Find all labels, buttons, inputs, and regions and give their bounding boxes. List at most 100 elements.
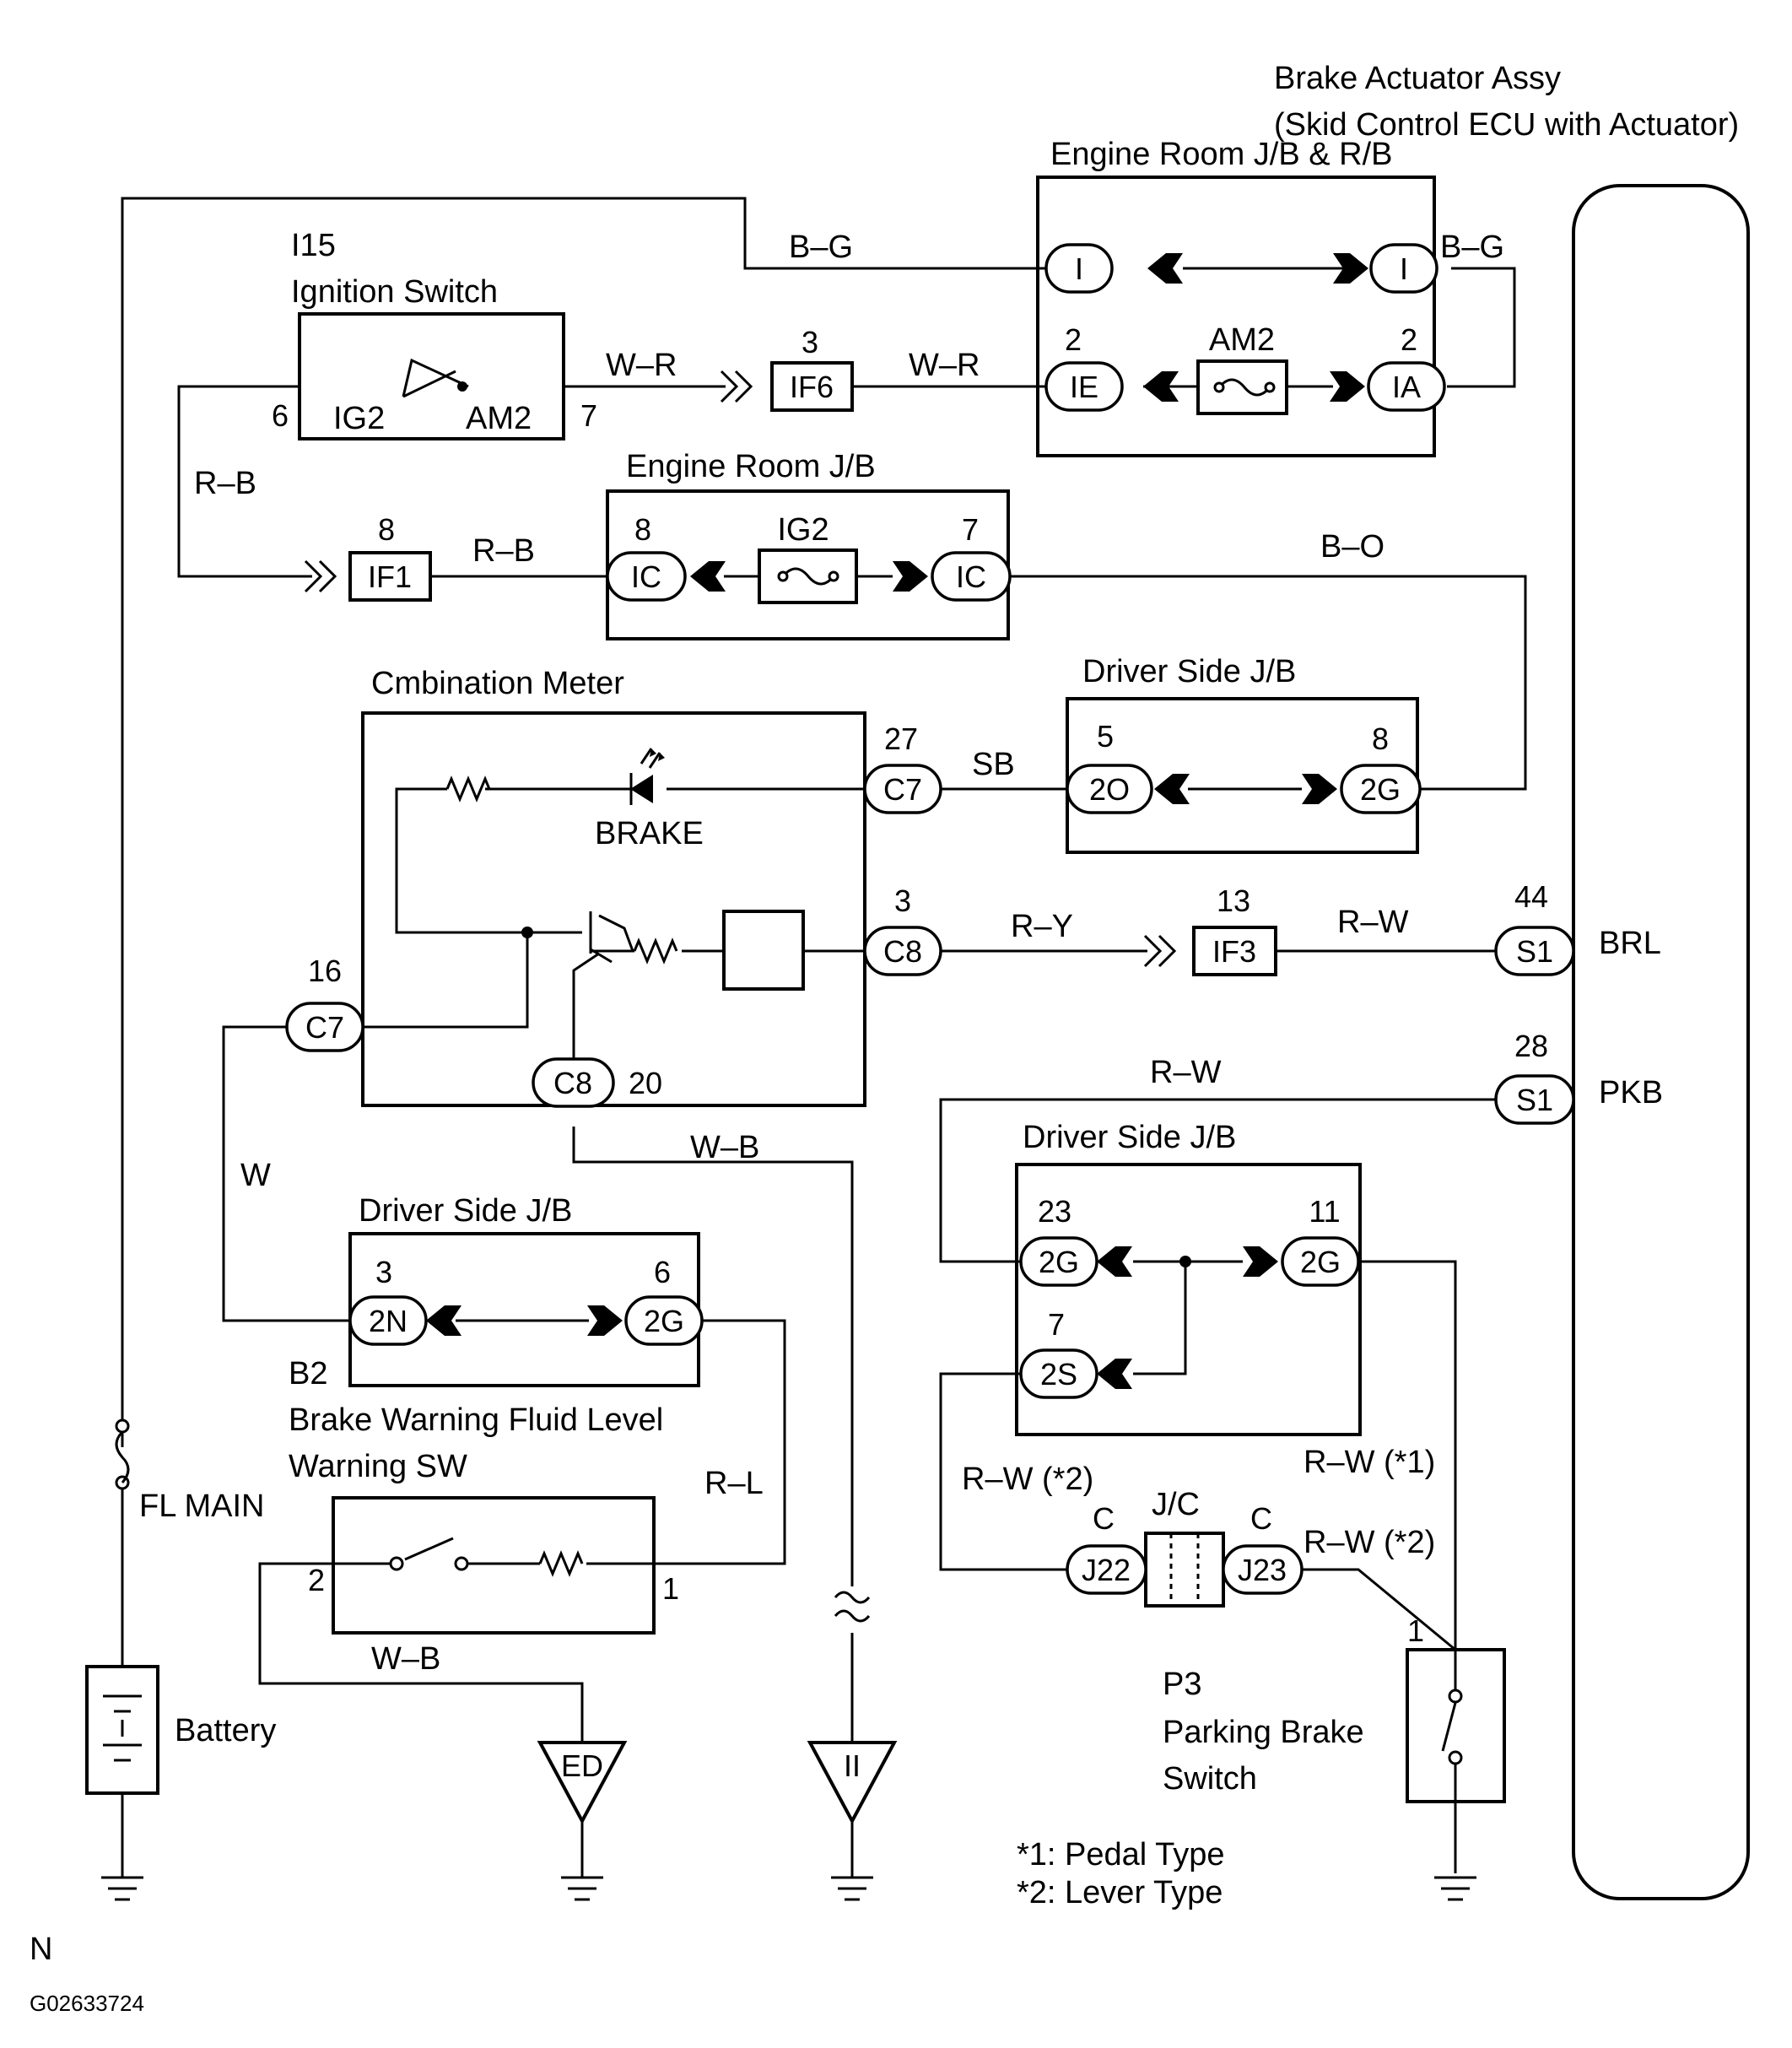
- svg-text:IF1: IF1: [368, 559, 412, 594]
- wire-label-bg-right: B–G: [1440, 230, 1504, 265]
- footer-code: G02633724: [30, 1991, 144, 2016]
- svg-text:C8: C8: [883, 934, 922, 969]
- svg-text:S1: S1: [1516, 1083, 1553, 1117]
- svg-text:C8: C8: [553, 1066, 592, 1100]
- svg-text:2G: 2G: [1300, 1245, 1341, 1279]
- ignition-terminal-am2: AM2: [466, 401, 532, 436]
- fluid-switch-pin-1: 1: [662, 1571, 679, 1606]
- fluid-switch-pin-2: 2: [308, 1563, 325, 1597]
- footer-letter: N: [30, 1932, 52, 1967]
- connector-c8-mid: C8 3: [863, 884, 942, 976]
- svg-text:I: I: [1400, 251, 1408, 286]
- ig2-fuse-label: IG2: [777, 512, 829, 548]
- connector-j23: J23 C: [1222, 1501, 1304, 1595]
- wire-label-wb-meter: W–B: [690, 1130, 759, 1165]
- connector-s1-brl: S1 44: [1494, 879, 1575, 976]
- battery-box: [85, 1665, 159, 1795]
- inline-chevron-if1: [304, 559, 337, 593]
- wire-label-rw-star1: R–W (*1): [1304, 1445, 1435, 1480]
- svg-text:2: 2: [1401, 322, 1417, 357]
- svg-text:8: 8: [1372, 721, 1389, 756]
- ground-label-ii: II: [844, 1748, 861, 1783]
- svg-text:2G: 2G: [644, 1304, 684, 1338]
- fluid-switch-code: B2: [289, 1356, 327, 1391]
- driver-jb-top-title: Driver Side J/B: [1082, 654, 1296, 689]
- ignition-switch-title: Ignition Switch: [291, 274, 498, 310]
- svg-text:11: 11: [1309, 1194, 1340, 1229]
- connector-2o: 2O 5: [1066, 719, 1153, 814]
- connector-c7-top: C7 27: [863, 721, 942, 814]
- connector-j22: J22 C: [1066, 1501, 1147, 1595]
- svg-text:23: 23: [1038, 1194, 1071, 1229]
- connector-if6: IF6 3: [770, 325, 854, 412]
- parking-switch-subtitle: Switch: [1163, 1761, 1257, 1797]
- connector-ia: IA 2: [1367, 322, 1446, 412]
- fl-main-label: FL MAIN: [139, 1489, 265, 1524]
- svg-text:2O: 2O: [1089, 772, 1130, 807]
- brake-actuator-box: [1572, 184, 1750, 1900]
- brl-pin-label: BRL: [1599, 926, 1661, 961]
- svg-text:2G: 2G: [1039, 1245, 1079, 1279]
- meter-resistor-top: [445, 775, 491, 802]
- parking-switch-box: [1406, 1648, 1506, 1803]
- fluid-resistor: [538, 1550, 584, 1577]
- wire-label-w: W: [240, 1158, 271, 1193]
- svg-text:8: 8: [634, 512, 651, 547]
- svg-text:7: 7: [962, 512, 979, 547]
- ignition-switch-code: I15: [291, 228, 336, 263]
- wire-label-bg-left: B–G: [789, 230, 853, 265]
- wire-label-ry: R–Y: [1011, 909, 1073, 944]
- svg-text:7: 7: [1048, 1307, 1065, 1342]
- arrow-ie: [1143, 371, 1179, 402]
- earth-parking: [1434, 1876, 1476, 1901]
- svg-text:J22: J22: [1082, 1553, 1131, 1587]
- svg-text:3: 3: [802, 325, 818, 359]
- engine-room-jb-rb-title: Engine Room J/B & R/B: [1050, 137, 1393, 172]
- svg-text:3: 3: [894, 884, 911, 918]
- fluid-switch-title: Brake Warning Fluid Level: [289, 1402, 663, 1438]
- svg-text:2: 2: [1065, 322, 1082, 357]
- svg-text:20: 20: [629, 1066, 662, 1100]
- svg-text:27: 27: [884, 721, 918, 756]
- connector-c7-left: C7 16: [285, 954, 364, 1052]
- ground-label-ed: ED: [561, 1748, 603, 1783]
- wire-labels: B–G B–G W–R W–R R–B R–B B–O SB R–Y R–W R…: [194, 230, 1504, 1677]
- svg-text:2S: 2S: [1040, 1357, 1077, 1391]
- component-labels: Brake Actuator Assy (Skid Control ECU wi…: [139, 61, 1739, 1797]
- wire-label-wb-fluid: W–B: [371, 1641, 440, 1677]
- wire-label-rw-brl: R–W: [1337, 905, 1409, 940]
- earth-battery: [101, 1876, 143, 1901]
- junction-dot-jb: [1179, 1256, 1191, 1267]
- brake-actuator-subtitle: (Skid Control ECU with Actuator): [1274, 107, 1739, 143]
- connector-2g-top: 2G 8: [1340, 721, 1422, 814]
- jc-box: [1144, 1532, 1225, 1608]
- svg-text:IF3: IF3: [1212, 934, 1256, 969]
- driver-jb-left-title: Driver Side J/B: [359, 1193, 572, 1229]
- earth-ed: [561, 1876, 603, 1901]
- am2-fuse: [1196, 359, 1288, 415]
- combination-meter-box: [361, 711, 866, 1107]
- am2-fuse-label: AM2: [1209, 322, 1275, 358]
- wire-label-rb-horiz: R–B: [472, 533, 535, 569]
- wire-label-sb: SB: [972, 747, 1015, 782]
- ground-point-ed: [537, 1741, 628, 1825]
- connector-c8-bottom: C8 20: [532, 1057, 662, 1108]
- connector-ic-left: IC 8: [606, 512, 687, 602]
- ig2-fuse: [758, 548, 858, 604]
- svg-text:C: C: [1093, 1501, 1115, 1536]
- note-star2: *2: Lever Type: [1017, 1875, 1223, 1910]
- parking-switch-code: P3: [1163, 1667, 1201, 1702]
- wire-label-rb-vert: R–B: [194, 466, 256, 501]
- connector-if1: IF1 8: [348, 512, 432, 602]
- connector-s1-pkb: S1 28: [1494, 1029, 1575, 1125]
- wire-label-bo: B–O: [1320, 529, 1384, 565]
- svg-text:44: 44: [1514, 879, 1548, 914]
- brake-lamp-led: [630, 775, 653, 803]
- arrow-2n: [426, 1305, 461, 1336]
- svg-text:J23: J23: [1238, 1553, 1287, 1587]
- svg-text:8: 8: [378, 512, 395, 547]
- fluid-switch-subtitle: Warning SW: [289, 1449, 467, 1484]
- arrow-ic-right: [893, 561, 928, 592]
- brake-lamp-label: BRAKE: [595, 816, 704, 851]
- pkb-pin-label: PKB: [1599, 1075, 1663, 1110]
